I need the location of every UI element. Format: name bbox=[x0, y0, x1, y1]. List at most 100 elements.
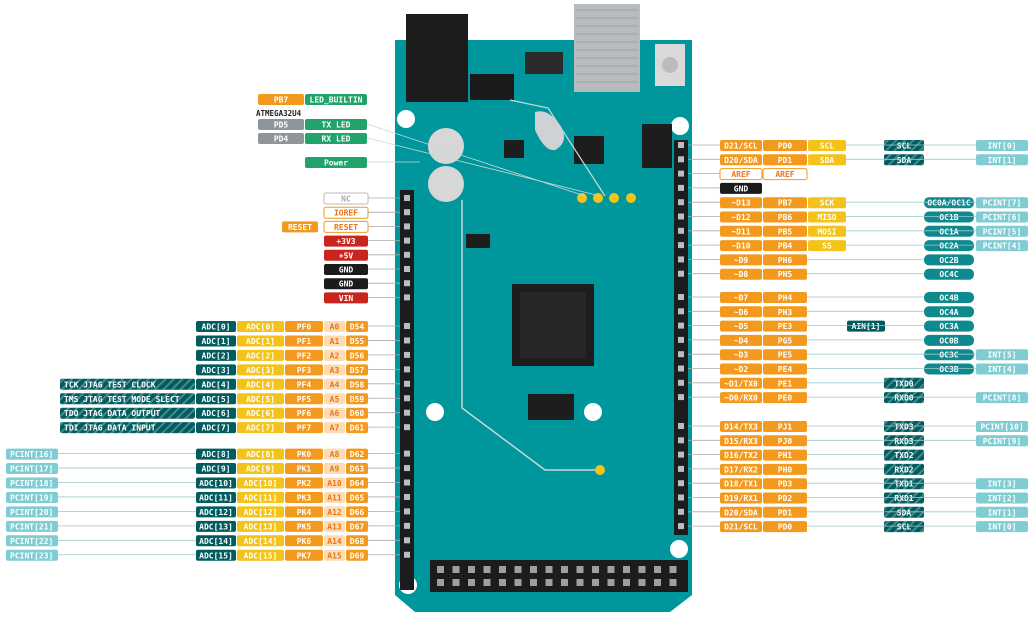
right-bot-7-int: INT[0] bbox=[976, 521, 1028, 533]
power-pin-ioref-text: IOREF bbox=[334, 209, 358, 218]
right-bot-3-tx-text: RXD2 bbox=[894, 465, 913, 474]
analog-a13-adc-text: ADC[13] bbox=[199, 522, 233, 531]
analog-a12-apin: A12 bbox=[324, 506, 345, 518]
right-mid-2-ain-bg bbox=[847, 320, 885, 332]
right-top-2-port-bg bbox=[762, 168, 808, 181]
analog-a7-jtag-text: TDI JTAG DATA INPUT bbox=[64, 424, 156, 433]
analog-a12-pcint-text: PCINT[20] bbox=[10, 508, 53, 517]
right-top-7-port-text: PB4 bbox=[778, 242, 793, 251]
right-mid-2-ain: AIN[1] bbox=[847, 320, 885, 332]
left-header-pin bbox=[404, 493, 410, 500]
analog-a4-jtag-text: TCK JTAG TEST CLOCK bbox=[64, 380, 156, 389]
left-header-pin bbox=[404, 508, 410, 515]
right-bot-4-port-bg bbox=[763, 478, 807, 490]
analog-a12-pcint: PCINT[20] bbox=[6, 506, 58, 518]
right-top-4-func: SCK bbox=[808, 197, 846, 209]
analog-a2-adc: ADC[2] bbox=[196, 349, 236, 361]
analog-a7-dpin-text: D61 bbox=[350, 424, 365, 433]
analog-a1-adc-bg bbox=[196, 335, 236, 347]
analog-a3-adc-alt: ADC[3] bbox=[237, 364, 284, 376]
analog-a1-apin-bg bbox=[324, 335, 345, 347]
bottom-header-pin bbox=[499, 579, 506, 586]
analog-a15-dpin-bg bbox=[346, 549, 368, 561]
analog-a11-apin: A11 bbox=[324, 491, 345, 503]
analog-a4-jtag-hatch bbox=[60, 378, 195, 390]
right-header-pin bbox=[678, 142, 684, 148]
right-mid-7-port: PE0 bbox=[763, 392, 807, 404]
right-top-5-int-bg bbox=[976, 211, 1028, 223]
analog-a0-port-text: PF0 bbox=[297, 323, 312, 332]
small-ic-2 bbox=[504, 140, 524, 158]
analog-a4-port-bg bbox=[285, 378, 323, 390]
right-top-1-dpin-bg bbox=[720, 154, 762, 166]
right-bot-1-dpin: D15/RX3 bbox=[720, 435, 762, 447]
left-header-pin bbox=[404, 409, 410, 416]
right-bot-4-tx-text: TXD1 bbox=[894, 480, 913, 489]
right-bot-7-tx: SCL bbox=[884, 521, 924, 533]
analog-a12-adc-alt: ADC[12] bbox=[237, 506, 284, 518]
analog-a3-apin: A3 bbox=[324, 364, 345, 376]
analog-a4-adc-alt: ADC[4] bbox=[237, 378, 284, 390]
power-pin-3v3-bg bbox=[324, 235, 368, 247]
analog-a11-adc-alt-text: ADC[11] bbox=[244, 493, 278, 502]
right-top-1-int: INT[1] bbox=[976, 154, 1028, 166]
analog-a13-port-text: PK5 bbox=[297, 522, 312, 531]
right-top-9-dpin: ~D8 bbox=[720, 268, 762, 280]
reset-extra-label-bg bbox=[282, 221, 318, 233]
analog-a0-dpin-text: D54 bbox=[350, 323, 365, 332]
analog-a11-port: PK3 bbox=[285, 491, 323, 503]
right-top-3-gnd: GND bbox=[720, 182, 762, 194]
analog-a14-adc-text: ADC[14] bbox=[199, 537, 233, 546]
right-top-1-func2-text: SDA bbox=[897, 156, 912, 165]
bottom-header-pin bbox=[592, 566, 599, 573]
right-mid-6-port-bg bbox=[763, 377, 807, 389]
right-mid-0-port: PH4 bbox=[763, 292, 807, 303]
right-top-6-dpin-text: ~D11 bbox=[731, 227, 750, 236]
analog-a11-port-bg bbox=[285, 491, 323, 503]
right-bot-0-port-text: PJ1 bbox=[778, 423, 793, 432]
right-bot-3-dpin-bg bbox=[720, 463, 762, 475]
right-bot-3-port-text: PH0 bbox=[778, 465, 793, 474]
right-mid-4-dpin-text: ~D3 bbox=[734, 351, 749, 360]
analog-a9-apin-bg bbox=[324, 463, 345, 475]
right-bot-6-int-bg bbox=[976, 506, 1028, 518]
right-top-9-dpin-bg bbox=[720, 268, 762, 280]
analog-a8-adc-bg bbox=[196, 448, 236, 460]
analog-a8-port-text: PK0 bbox=[297, 450, 312, 459]
analog-a6-jtag-text: TDO JTAG DATA OUTPUT bbox=[64, 409, 161, 418]
right-top-5-dpin-text: ~D12 bbox=[731, 213, 750, 222]
analog-a5-dpin-bg bbox=[346, 393, 368, 405]
right-mid-4-int: INT[5] bbox=[976, 349, 1028, 361]
right-top-8-oc-bg bbox=[924, 254, 974, 266]
analog-a15-adc-alt-bg bbox=[237, 549, 284, 561]
analog-a4-jtag: TCK JTAG TEST CLOCK bbox=[60, 378, 195, 390]
right-bot-4-tx: TXD1 bbox=[884, 478, 924, 490]
right-top-4-oc: OC0A/OC1C bbox=[924, 197, 974, 209]
led-0 bbox=[577, 193, 587, 203]
analog-a10-adc: ADC[10] bbox=[196, 477, 236, 489]
analog-a4-apin-text: A4 bbox=[330, 380, 340, 389]
right-bot-3-dpin-text: D17/RX2 bbox=[724, 465, 758, 474]
right-header-pin bbox=[678, 199, 684, 206]
analog-a7-port: PF7 bbox=[285, 422, 323, 434]
usb-mcu-chip bbox=[574, 136, 604, 164]
right-top-1-func: SDA bbox=[808, 154, 846, 166]
right-mid-0-port-text: PH4 bbox=[778, 294, 793, 303]
right-top-6-oc-bg bbox=[924, 225, 974, 237]
mount-hole-2 bbox=[397, 110, 415, 128]
bottom-header-pin bbox=[545, 579, 553, 586]
right-top-6-func-text: MOSI bbox=[817, 227, 836, 236]
analog-a0-adc-alt-text: ADC[0] bbox=[246, 323, 275, 332]
analog-a13-adc-bg bbox=[196, 520, 236, 532]
analog-a13-port: PK5 bbox=[285, 520, 323, 532]
right-bot-0-tx-text: TXD3 bbox=[894, 423, 913, 432]
analog-a15-pcint: PCINT[23] bbox=[6, 549, 58, 561]
analog-a5-adc-alt-bg bbox=[237, 393, 284, 405]
led-builtin-pin-text: PB7 bbox=[274, 96, 289, 105]
right-header-pin bbox=[678, 423, 684, 429]
led-builtin-label-bg bbox=[305, 94, 367, 105]
right-bot-5-dpin-text: D19/RX1 bbox=[724, 494, 758, 503]
bottom-header-pin bbox=[499, 566, 506, 573]
power-pin-reset: RESET bbox=[323, 220, 369, 233]
